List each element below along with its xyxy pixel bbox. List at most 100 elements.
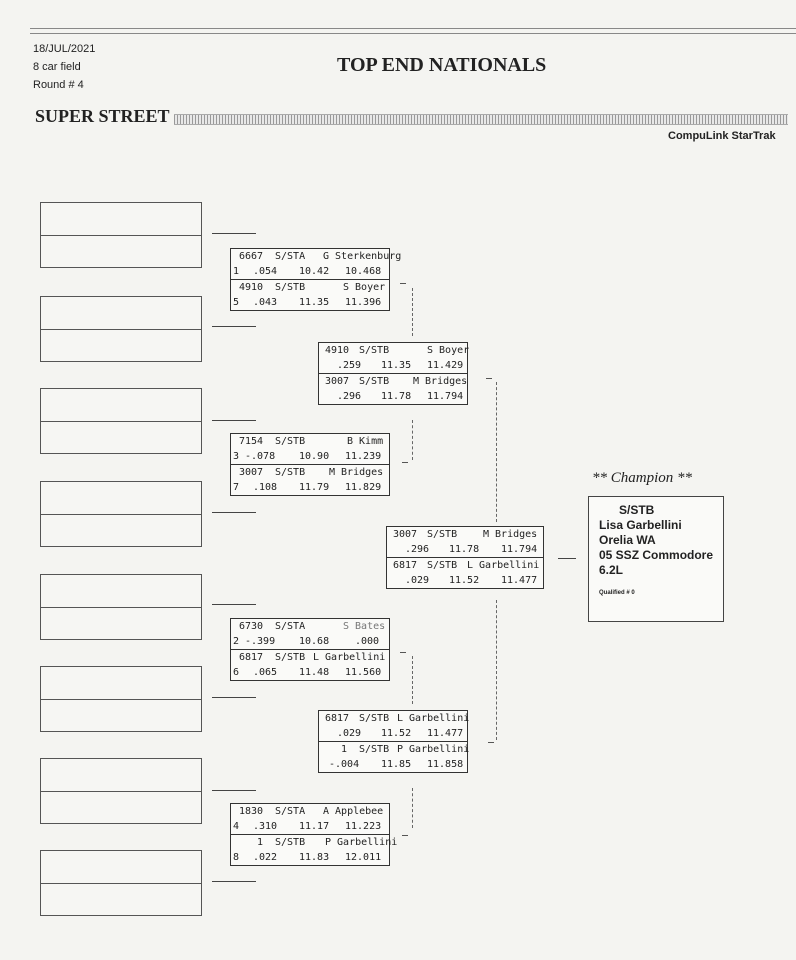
- entry-box-5: [40, 574, 202, 640]
- hatch-rule: [174, 114, 788, 125]
- match-cell: 6817: [325, 713, 350, 724]
- match-cell: 6667: [239, 251, 264, 262]
- bracket-tick: [400, 283, 406, 284]
- match-cell: P Garbellini: [397, 744, 470, 755]
- match-cell: 11.48: [299, 667, 330, 678]
- class-title: SUPER STREET: [35, 106, 170, 126]
- match-cell: .054: [253, 266, 278, 277]
- event-date: 18/JUL/2021: [33, 43, 96, 55]
- bracket-line: [496, 600, 497, 740]
- match-cell: .259: [337, 360, 362, 371]
- match-cell: 11.79: [299, 482, 330, 493]
- connector-line: [212, 881, 256, 882]
- bracket-line: [412, 288, 413, 336]
- bracket-line: [412, 788, 413, 828]
- event-title: TOP END NATIONALS: [337, 54, 547, 76]
- connector-line: [212, 420, 256, 421]
- match-cell: 11.83: [299, 852, 330, 863]
- champion-town: Orelia WA: [599, 533, 656, 547]
- match-cell: -.399: [245, 636, 276, 647]
- match-cell: -.004: [329, 759, 360, 770]
- match-cell: L Garbellini: [313, 652, 386, 663]
- match-cell: 12.011: [345, 852, 382, 863]
- match-cell: P Garbellini: [325, 837, 398, 848]
- match-cell: S/STB: [359, 713, 390, 724]
- match-cell: 5: [233, 297, 240, 308]
- entry-box-7: [40, 758, 202, 824]
- match-cell: G Sterkenburg: [323, 251, 402, 262]
- match-cell: 3007: [325, 376, 350, 387]
- match-cell: .296: [405, 544, 430, 555]
- match-cell: M Bridges: [483, 529, 538, 540]
- match-cell: 4910: [239, 282, 264, 293]
- match-cell: 1: [233, 266, 240, 277]
- match-cell: .043: [253, 297, 278, 308]
- match-cell: 10.90: [299, 451, 330, 462]
- match-cell: A Applebee: [323, 806, 384, 817]
- match-cell: S/STB: [275, 436, 306, 447]
- match-cell: 11.239: [345, 451, 382, 462]
- match-cell: M Bridges: [413, 376, 468, 387]
- match-cell: 11.396: [345, 297, 382, 308]
- match-cell: .029: [337, 728, 362, 739]
- match-cell: 4: [233, 821, 240, 832]
- match-cell: 3007: [239, 467, 264, 478]
- match-cell: .029: [405, 575, 430, 586]
- champion-car: 05 SSZ Commodore: [599, 548, 714, 562]
- match-cell: 11.223: [345, 821, 382, 832]
- match-cell: 1: [341, 744, 348, 755]
- connector-line: [212, 790, 256, 791]
- match-cell: 1: [257, 837, 264, 848]
- match-cell: 11.35: [299, 297, 330, 308]
- match-cell: 11.560: [345, 667, 382, 678]
- match-cell: S/STB: [359, 376, 390, 387]
- match-cell: 7: [233, 482, 240, 493]
- round-number: Round # 4: [33, 79, 84, 91]
- match-cell: 6730: [239, 621, 264, 632]
- bracket-tick: [402, 462, 408, 463]
- match-cell: S/STB: [275, 837, 306, 848]
- match-cell: -.078: [245, 451, 276, 462]
- bracket-line: [496, 382, 497, 522]
- entry-box-3: [40, 388, 202, 454]
- bracket-line: [412, 656, 413, 704]
- entry-box-6: [40, 666, 202, 732]
- match-cell: 11.477: [501, 575, 538, 586]
- field-size: 8 car field: [33, 61, 81, 73]
- brand-label: CompuLink StarTrak: [668, 130, 776, 142]
- match-cell: 2: [233, 636, 240, 647]
- match-cell: 6817: [239, 652, 264, 663]
- match-cell: 11.858: [427, 759, 464, 770]
- match-cell: S/STA: [275, 251, 306, 262]
- bracket-tick: [488, 742, 494, 743]
- match-cell: 10.68: [299, 636, 330, 647]
- match-cell: 11.35: [381, 360, 412, 371]
- match-cell: M Bridges: [329, 467, 384, 478]
- connector-line: [212, 326, 256, 327]
- match-cell: 11.794: [427, 391, 464, 402]
- match-cell: .296: [337, 391, 362, 402]
- match-cell: 4910: [325, 345, 350, 356]
- match-cell: S/STB: [427, 529, 458, 540]
- bracket-line: [412, 420, 413, 460]
- match-cell: 11.477: [427, 728, 464, 739]
- match-cell: S/STB: [359, 744, 390, 755]
- match-cell: .310: [253, 821, 278, 832]
- match-cell: 11.85: [381, 759, 412, 770]
- match-cell: 11.78: [381, 391, 412, 402]
- bracket-tick: [486, 378, 492, 379]
- champion-engine: 6.2L: [599, 563, 624, 577]
- match-cell: S/STB: [275, 652, 306, 663]
- champion-label: ** Champion **: [592, 470, 693, 486]
- match-cell: 1830: [239, 806, 264, 817]
- connector-line: [212, 697, 256, 698]
- champion-connector: [558, 558, 576, 559]
- match-cell: 10.42: [299, 266, 330, 277]
- match-cell: 11.17: [299, 821, 330, 832]
